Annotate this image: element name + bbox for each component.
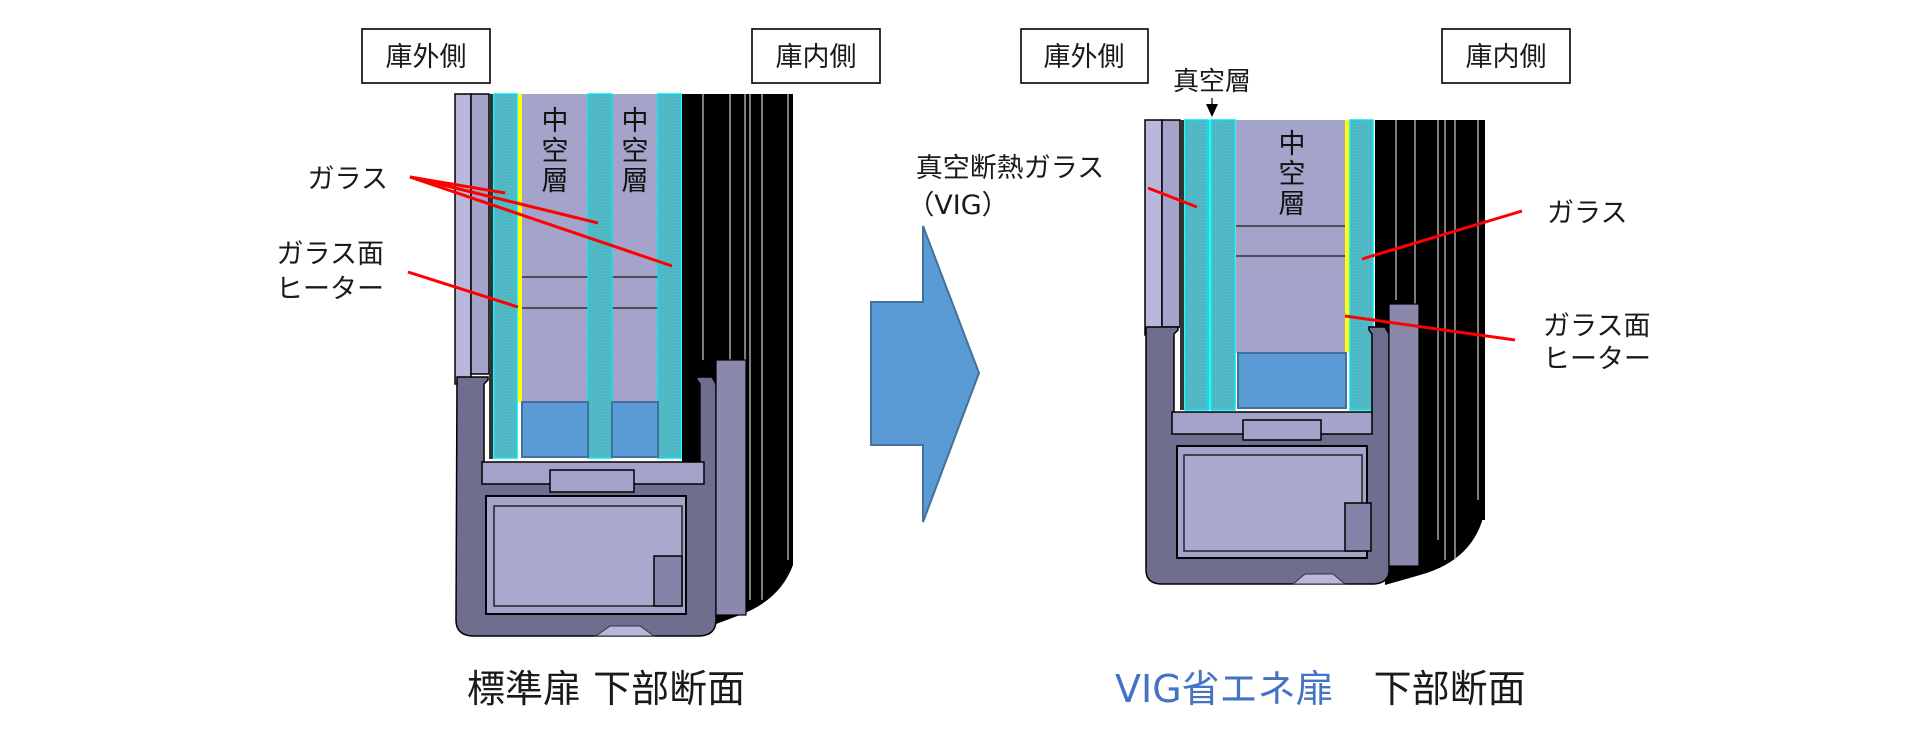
inside-label: 庫内側 — [776, 42, 857, 73]
vig-pane-inner — [1210, 119, 1236, 411]
caption-rest: 下部断面 — [1374, 667, 1526, 711]
gap-label-char: 空 — [1279, 159, 1306, 190]
caption-vig-door: VIG省エネ扉下部断面 — [1115, 667, 1526, 711]
spacer — [1237, 352, 1347, 409]
inside-label-box — [751, 28, 881, 84]
callout-glass: ガラス — [1547, 198, 1627, 229]
callout-vig-line1: 真空断熱ガラス — [916, 153, 1104, 184]
frame-inner-strip — [470, 93, 490, 375]
seat-notch — [1242, 419, 1322, 441]
inner-panel-divider-lines — [702, 94, 789, 600]
glass-pane-2 — [587, 93, 613, 459]
standard-door-section: 中 空 層 中 空 層 庫外側 庫内側 ガラス ガラス面 ヒーター 標準扉 下部… — [276, 28, 881, 711]
outside-label-box — [361, 28, 491, 84]
caption-standard-door: 標準扉 下部断面 — [467, 667, 745, 711]
bottom-foot — [594, 625, 656, 637]
lower-cavity-inner — [1183, 454, 1363, 552]
glass-pane-1 — [493, 93, 518, 459]
vig-pane-outer — [1184, 119, 1209, 411]
caption-accent: VIG省エネ扉 — [1115, 667, 1334, 711]
glass-heater — [518, 94, 522, 402]
outside-label: 庫外側 — [1044, 42, 1125, 73]
gap-label-char: 空 — [622, 136, 649, 167]
frame-dark-line — [489, 94, 493, 459]
callout-heater-line1: ガラス面 — [277, 239, 384, 270]
gap-label-1: 中 空 層 — [542, 106, 569, 197]
callout-vig-line2: （VIG） — [907, 190, 1008, 221]
seat-notch — [549, 469, 635, 493]
frame-outer-strip — [1144, 119, 1163, 336]
outside-label: 庫外側 — [386, 42, 467, 73]
gap-label-char: 中 — [622, 106, 649, 137]
frame-dark-line — [1180, 120, 1184, 410]
callout-heater-line2: ヒーター — [1543, 344, 1651, 375]
air-gap-1 — [522, 94, 588, 402]
glass-heater — [1345, 120, 1349, 352]
glass-pane-3 — [657, 93, 682, 459]
frame-outer-strip — [454, 93, 472, 385]
gap-label-char: 空 — [542, 136, 569, 167]
gap-label: 中 空 層 — [1279, 129, 1306, 220]
gap-label-2: 中 空 層 — [622, 106, 649, 197]
right-arrow-icon — [870, 225, 981, 523]
gap-label-char: 中 — [1279, 129, 1306, 160]
leader-lines — [1147, 186, 1523, 342]
glass-pane — [1349, 119, 1374, 411]
callout-heater-line2: ヒーター — [276, 274, 384, 305]
gap-label-char: 層 — [542, 166, 569, 197]
air-gap — [1236, 120, 1346, 353]
gasket-profile — [715, 359, 747, 616]
bottom-foot — [1291, 573, 1347, 585]
vacuum-layer-label: 真空層 — [1173, 67, 1251, 97]
callout-glass: ガラス — [308, 164, 388, 195]
inside-label-box — [1441, 28, 1571, 84]
callout-heater-line1: ガラス面 — [1543, 311, 1650, 342]
frame-inner-strip — [1161, 119, 1181, 328]
leader-lines — [407, 175, 673, 309]
gap-label-char: 中 — [542, 106, 569, 137]
inside-label: 庫内側 — [1466, 42, 1547, 73]
spacer-2 — [611, 401, 659, 458]
gap-label-char: 層 — [622, 166, 649, 197]
spacer-1 — [521, 401, 589, 458]
cavity-step — [653, 555, 683, 607]
outside-label-box — [1020, 28, 1149, 84]
gasket-profile — [1388, 303, 1420, 567]
cavity-step — [1344, 502, 1372, 552]
vig-door-section: 中 空 層 庫外側 庫内側 真空層 真空断熱ガラス （VIG） ガラス ガラス面… — [907, 28, 1651, 711]
down-arrow-icon — [1206, 104, 1218, 117]
gap-label-char: 層 — [1279, 189, 1306, 220]
